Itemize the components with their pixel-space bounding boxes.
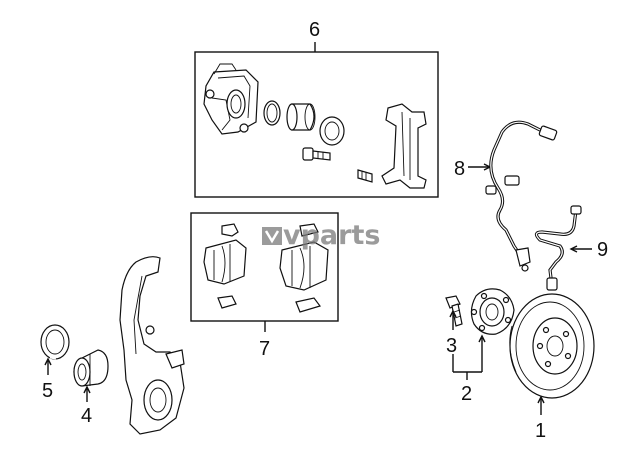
snap-ring-group: 5	[40, 324, 70, 402]
callout-4: 4	[81, 405, 92, 427]
wheel-bearing-group: 4	[73, 349, 109, 427]
brake-pad-right	[279, 223, 329, 313]
caliper-body	[203, 63, 259, 135]
brake-rotor	[509, 293, 595, 399]
wheel-hub-group: 2	[452, 288, 515, 405]
abs-sensor-harness	[485, 120, 558, 272]
watermark-text: vparts	[283, 220, 380, 251]
brake-hose	[534, 205, 582, 291]
callout-3: 3	[446, 335, 457, 357]
callout-7: 7	[259, 338, 270, 360]
caliper-assembly-group: 6	[194, 19, 439, 198]
piston	[286, 103, 316, 131]
piston-seal	[263, 100, 281, 126]
callout-9: 9	[597, 239, 608, 261]
guide-bolt	[302, 147, 331, 161]
brake-rotor-group: 1	[509, 293, 595, 442]
hub-bolt	[445, 295, 463, 327]
hub-bolt-group: 3	[445, 295, 463, 357]
watermark-logo: vparts	[262, 220, 380, 251]
wheel-hub	[470, 288, 515, 335]
steering-knuckle	[119, 256, 185, 435]
brake-pad-group: 7	[190, 212, 339, 360]
callout-8: 8	[454, 158, 465, 180]
callout-1: 1	[535, 420, 546, 442]
piston-boot	[319, 116, 345, 146]
callout-5: 5	[42, 380, 53, 402]
caliper-box	[194, 51, 439, 198]
brake-hose-group: 9	[534, 205, 608, 291]
guide-pin	[357, 169, 373, 183]
brake-pad-left	[203, 223, 247, 309]
abs-sensor-group: 8	[454, 120, 558, 272]
snap-ring	[40, 324, 70, 360]
caliper-bracket	[381, 103, 427, 189]
callout-2: 2	[461, 383, 472, 405]
callout-6: 6	[309, 19, 320, 41]
wheel-bearing	[73, 349, 109, 387]
